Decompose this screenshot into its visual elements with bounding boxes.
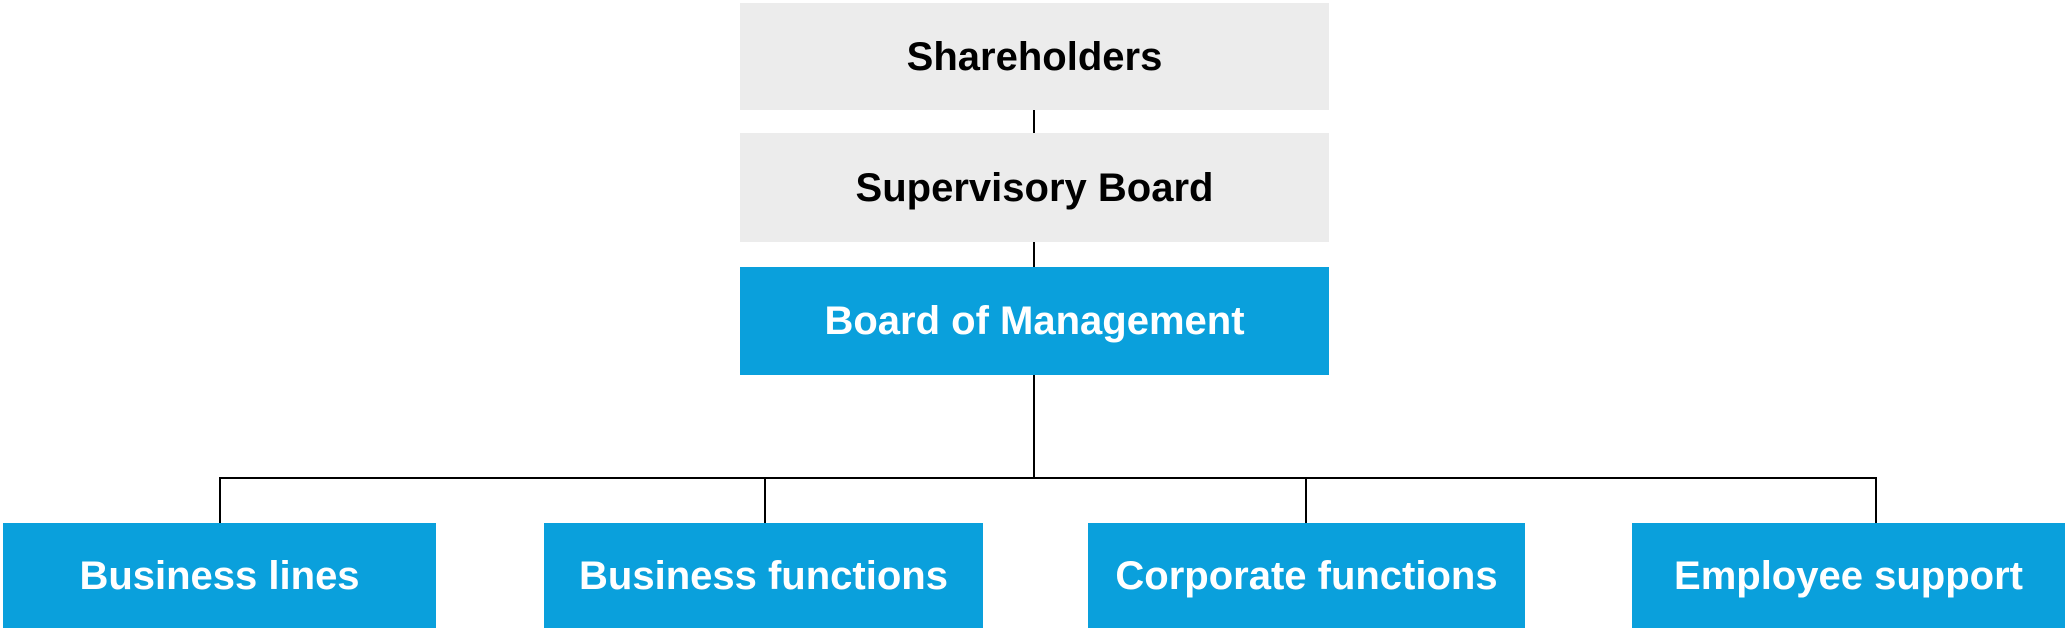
connector-supervisory-to-board (1033, 242, 1035, 267)
org-node-shareholders-label: Shareholders (906, 34, 1163, 79)
org-node-business-lines: Business lines (3, 523, 436, 628)
org-node-business-lines-label: Business lines (79, 553, 360, 598)
connector-horizontal-rail (219, 477, 1877, 479)
connector-drop-business-lines (219, 478, 221, 523)
connector-shareholders-to-supervisory (1033, 110, 1035, 133)
connector-drop-employee-support (1875, 478, 1877, 523)
org-node-corporate-functions: Corporate functions (1088, 523, 1525, 628)
org-node-supervisory-board-label: Supervisory Board (855, 165, 1214, 210)
connector-drop-corporate-functions (1305, 478, 1307, 523)
org-node-business-functions-label: Business functions (579, 553, 948, 598)
org-node-shareholders: Shareholders (740, 3, 1329, 110)
org-node-supervisory-board: Supervisory Board (740, 133, 1329, 242)
org-node-employee-support: Employee support (1632, 523, 2065, 628)
org-node-board-of-management-label: Board of Management (824, 299, 1245, 343)
connector-board-to-rail (1033, 375, 1035, 478)
connector-drop-business-functions (764, 478, 766, 523)
org-node-board-of-management: Board of Management (740, 267, 1329, 375)
org-node-employee-support-label: Employee support (1674, 553, 2023, 598)
org-node-business-functions: Business functions (544, 523, 983, 628)
org-node-corporate-functions-label: Corporate functions (1115, 553, 1498, 598)
